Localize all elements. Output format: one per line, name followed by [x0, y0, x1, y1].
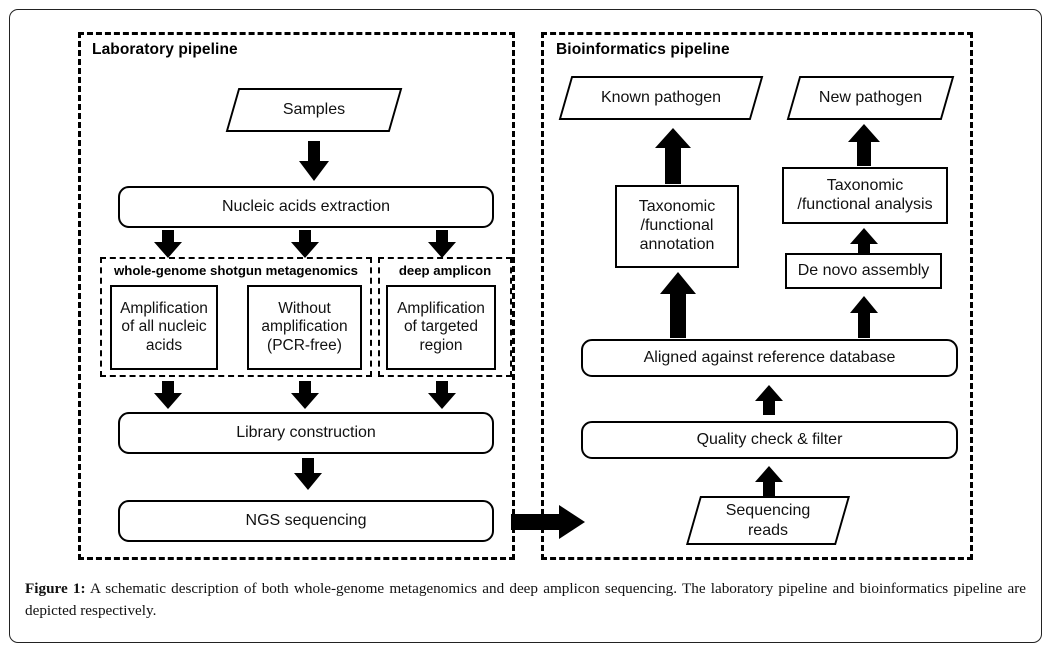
arrow-down-icon — [291, 381, 319, 409]
library-construction-node[interactable]: Library construction — [118, 412, 494, 454]
known-pathogen-node[interactable]: Known pathogen — [558, 76, 764, 120]
samples-label: Samples — [282, 101, 346, 119]
amplification-targeted-label: Amplification of targeted region — [397, 300, 485, 354]
ngs-sequencing-node[interactable]: NGS sequencing — [118, 500, 494, 542]
taxonomic-functional-analysis-label: Taxonomic /functional analysis — [797, 176, 933, 213]
sequencing-reads-label: Sequencing reads — [725, 502, 811, 539]
figure-caption-text: A schematic description of both whole-ge… — [25, 580, 1026, 620]
new-pathogen-node[interactable]: New pathogen — [786, 76, 955, 120]
taxonomic-functional-annotation-label: Taxonomic /functional annotation — [638, 198, 716, 253]
taxonomic-functional-analysis-node[interactable]: Taxonomic /functional analysis — [782, 167, 948, 224]
wgs-subgroup — [100, 257, 372, 377]
sequencing-reads-node[interactable]: Sequencing reads — [685, 496, 851, 545]
arrow-down-icon — [428, 230, 456, 258]
arrow-down-icon — [154, 381, 182, 409]
figure-caption-container: Figure 1: A schematic description of bot… — [9, 568, 1042, 643]
de-novo-assembly-label: De novo assembly — [797, 261, 930, 279]
arrow-right-icon — [511, 505, 585, 539]
arrow-up-icon — [848, 124, 880, 166]
nucleic-acids-extraction-label: Nucleic acids extraction — [221, 197, 391, 215]
arrow-down-icon — [154, 230, 182, 258]
samples-node[interactable]: Samples — [225, 88, 403, 132]
aligned-reference-database-node[interactable]: Aligned against reference database — [581, 339, 958, 377]
new-pathogen-label: New pathogen — [818, 89, 923, 107]
de-novo-assembly-node[interactable]: De novo assembly — [785, 253, 942, 289]
taxonomic-functional-annotation-node[interactable]: Taxonomic /functional annotation — [615, 185, 739, 268]
amplification-all-label: Amplification of all nucleic acids — [120, 300, 208, 354]
deep-amplicon-subgroup — [378, 257, 512, 377]
arrow-up-icon — [850, 296, 878, 338]
figure-caption: Figure 1: A schematic description of bot… — [25, 578, 1026, 622]
arrow-down-icon — [291, 230, 319, 258]
without-amplification-label: Without amplification (PCR-free) — [261, 300, 348, 354]
arrow-down-icon — [294, 458, 322, 490]
figure-caption-label: Figure 1: — [25, 580, 86, 597]
without-amplification-node[interactable]: Without amplification (PCR-free) — [247, 285, 362, 370]
arrow-down-icon — [428, 381, 456, 409]
known-pathogen-label: Known pathogen — [600, 89, 722, 107]
amplification-all-nucleic-acids-node[interactable]: Amplification of all nucleic acids — [110, 285, 218, 370]
arrow-up-icon — [850, 228, 878, 258]
bioinformatics-pipeline-title: Bioinformatics pipeline — [556, 41, 730, 58]
arrow-up-icon — [660, 272, 696, 338]
nucleic-acids-extraction-node[interactable]: Nucleic acids extraction — [118, 186, 494, 228]
arrow-up-icon — [755, 385, 783, 415]
laboratory-pipeline-title: Laboratory pipeline — [92, 41, 238, 58]
bioinformatics-pipeline-panel — [541, 32, 973, 560]
quality-check-filter-label: Quality check & filter — [696, 430, 843, 448]
quality-check-filter-node[interactable]: Quality check & filter — [581, 421, 958, 459]
arrow-up-icon — [655, 128, 691, 184]
library-construction-label: Library construction — [236, 423, 376, 441]
deep-amplicon-subgroup-title: deep amplicon — [398, 263, 492, 278]
amplification-targeted-region-node[interactable]: Amplification of targeted region — [386, 285, 496, 370]
arrow-down-icon — [299, 141, 329, 181]
laboratory-pipeline-panel — [78, 32, 515, 560]
ngs-sequencing-label: NGS sequencing — [245, 511, 367, 529]
aligned-reference-database-label: Aligned against reference database — [643, 348, 896, 366]
wgs-subgroup-title: whole-genome shotgun metagenomics — [114, 263, 358, 278]
arrow-up-icon — [755, 466, 783, 496]
